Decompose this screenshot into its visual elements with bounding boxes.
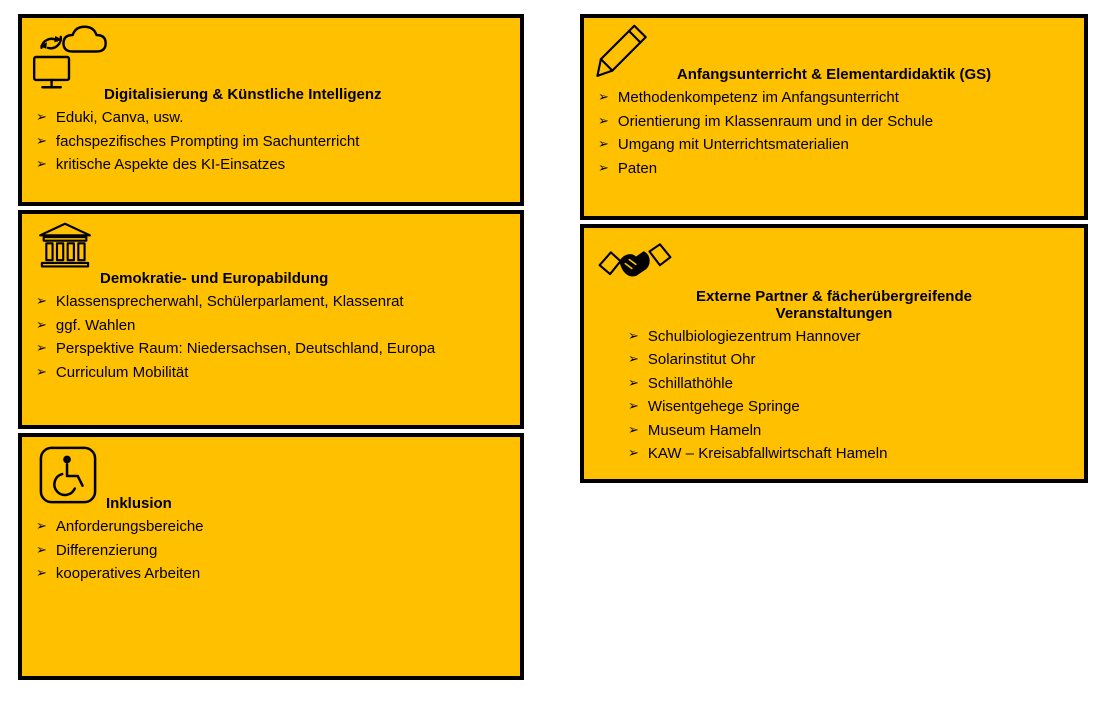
- list-item: ➢ Schillathöhle: [628, 374, 1078, 393]
- list-item: ➢ Klassensprecherwahl, Schülerparlament, …: [36, 293, 514, 311]
- arrow-bullet-icon: ➢: [36, 132, 47, 148]
- list-item-text: Differenzierung: [55, 541, 158, 559]
- card-list: ➢ Schulbiologiezentrum Hannover ➢ Solarins…: [584, 327, 1084, 463]
- list-item-text: Schulbiologiezentrum Hannover: [647, 327, 861, 345]
- card-title: Anfangsunterricht & Elementardidaktik (G…: [676, 66, 992, 83]
- list-item: ➢ Differenzierung: [36, 541, 514, 560]
- card-title: Demokratie- und Europabildung: [100, 270, 329, 287]
- card-list: ➢ Eduki, Canva, usw. ➢ fachspezifisches Pr…: [22, 109, 520, 174]
- list-item-text: ggf. Wahlen: [55, 316, 136, 334]
- arrow-bullet-icon: ➢: [36, 363, 47, 379]
- list-item-text: Klassensprecherwahl, Schülerparlament, K…: [55, 293, 404, 311]
- card-list: ➢ Klassensprecherwahl, Schülerparlament, …: [22, 293, 520, 382]
- arrow-bullet-icon: ➢: [36, 541, 47, 557]
- card-externe-partner: Externe Partner & fächerübergreifende Ve…: [580, 224, 1088, 483]
- pencil-icon: [596, 24, 648, 82]
- arrow-bullet-icon: ➢: [628, 351, 639, 366]
- arrow-bullet-icon: ➢: [598, 89, 609, 105]
- arrow-bullet-icon: ➢: [36, 316, 47, 332]
- card-digitalisierung: Digitalisierung & Künstliche Intelligenz…: [18, 14, 524, 206]
- list-item: ➢ Wisentgehege Springe: [628, 398, 1078, 416]
- classical-building-icon: [38, 222, 92, 270]
- list-item-text: Schillathöhle: [647, 374, 733, 392]
- list-item: ➢ Anforderungsbereiche: [36, 518, 514, 536]
- list-item-text: kooperatives Arbeiten: [55, 565, 201, 583]
- card-demokratie: Demokratie- und Europabildung ➢ Klassensp…: [18, 210, 524, 429]
- arrow-bullet-icon: ➢: [628, 398, 639, 413]
- arrow-bullet-icon: ➢: [36, 340, 47, 356]
- list-item-text: Perspektive Raum: Niedersachsen, Deutsch…: [55, 340, 436, 358]
- list-item-text: Curriculum Mobilität: [55, 363, 189, 381]
- arrow-bullet-icon: ➢: [598, 159, 609, 175]
- card-anfangsunterricht: Anfangsunterricht & Elementardidaktik (G…: [580, 14, 1088, 220]
- list-item: ➢ Eduki, Canva, usw.: [36, 109, 514, 127]
- arrow-bullet-icon: ➢: [36, 518, 47, 534]
- list-item: ➢ Paten: [598, 159, 1078, 178]
- arrow-bullet-icon: ➢: [598, 136, 609, 152]
- list-item: ➢ Methodenkompetenz im Anfangsunterricht: [598, 89, 1078, 107]
- list-item: ➢ Schulbiologiezentrum Hannover: [628, 327, 1078, 346]
- list-item-text: Eduki, Canva, usw.: [55, 109, 184, 127]
- arrow-bullet-icon: ➢: [628, 421, 639, 437]
- handshake-icon: [598, 238, 672, 286]
- arrow-bullet-icon: ➢: [628, 327, 639, 343]
- list-item-text: Anforderungsbereiche: [55, 518, 204, 536]
- arrow-bullet-icon: ➢: [598, 112, 609, 128]
- card-title: Externe Partner & fächerübergreifende Ve…: [696, 288, 972, 323]
- computer-cloud-sync-icon: [30, 24, 108, 90]
- card-title: Inklusion: [106, 495, 172, 512]
- list-item: ➢ ggf. Wahlen: [36, 316, 514, 335]
- list-item: ➢ Museum Hameln: [628, 421, 1078, 440]
- arrow-bullet-icon: ➢: [36, 156, 47, 172]
- list-item-text: fachspezifisches Prompting im Sachunterr…: [55, 132, 360, 150]
- list-item: ➢ Curriculum Mobilität: [36, 363, 514, 382]
- card-list: ➢Methodenkompetenz im Anfangsunterricht …: [584, 89, 1084, 178]
- list-item: ➢ KAW – Kreisabfallwirtschaft Hameln: [628, 445, 1078, 463]
- list-item-text: Museum Hameln: [647, 421, 762, 439]
- list-item-text: Solarinstitut Ohr: [647, 351, 756, 368]
- arrow-bullet-icon: ➢: [628, 374, 639, 390]
- list-item: ➢ Umgang mit Unterrichtsmaterialien: [598, 136, 1078, 154]
- wheelchair-accessibility-icon: [38, 445, 98, 505]
- list-item: ➢ fachspezifisches Prompting im Sachunter…: [36, 132, 514, 151]
- list-item-text: Umgang mit Unterrichtsmaterialien: [617, 136, 849, 154]
- list-item-text: Methodenkompetenz im Anfangsunterricht: [617, 89, 899, 107]
- list-item: ➢ Orientierung im Klassenraum und in der …: [598, 112, 1078, 131]
- arrow-bullet-icon: ➢: [628, 445, 639, 460]
- list-item-text: Wisentgehege Springe: [647, 398, 800, 415]
- arrow-bullet-icon: ➢: [36, 565, 47, 581]
- list-item: ➢ Perspektive Raum: Niedersachsen, Deutsc…: [36, 340, 514, 358]
- list-item: ➢ kritische Aspekte des KI-Einsatzes: [36, 156, 514, 174]
- list-item: ➢ Solarinstitut Ohr: [628, 351, 1078, 369]
- list-item-text: Paten: [617, 159, 658, 177]
- card-list: ➢ Anforderungsbereiche ➢ Differenzierung ➢…: [22, 518, 520, 583]
- list-item: ➢ kooperatives Arbeiten: [36, 565, 514, 583]
- arrow-bullet-icon: ➢: [36, 293, 47, 309]
- list-item-text: Orientierung im Klassenraum und in der S…: [617, 112, 934, 130]
- card-inklusion: Inklusion ➢ Anforderungsbereiche ➢ Differe…: [18, 433, 524, 680]
- arrow-bullet-icon: ➢: [36, 109, 47, 125]
- card-title: Digitalisierung & Künstliche Intelligenz: [104, 86, 382, 103]
- list-item-text: KAW – Kreisabfallwirtschaft Hameln: [647, 445, 888, 462]
- list-item-text: kritische Aspekte des KI-Einsatzes: [55, 156, 286, 174]
